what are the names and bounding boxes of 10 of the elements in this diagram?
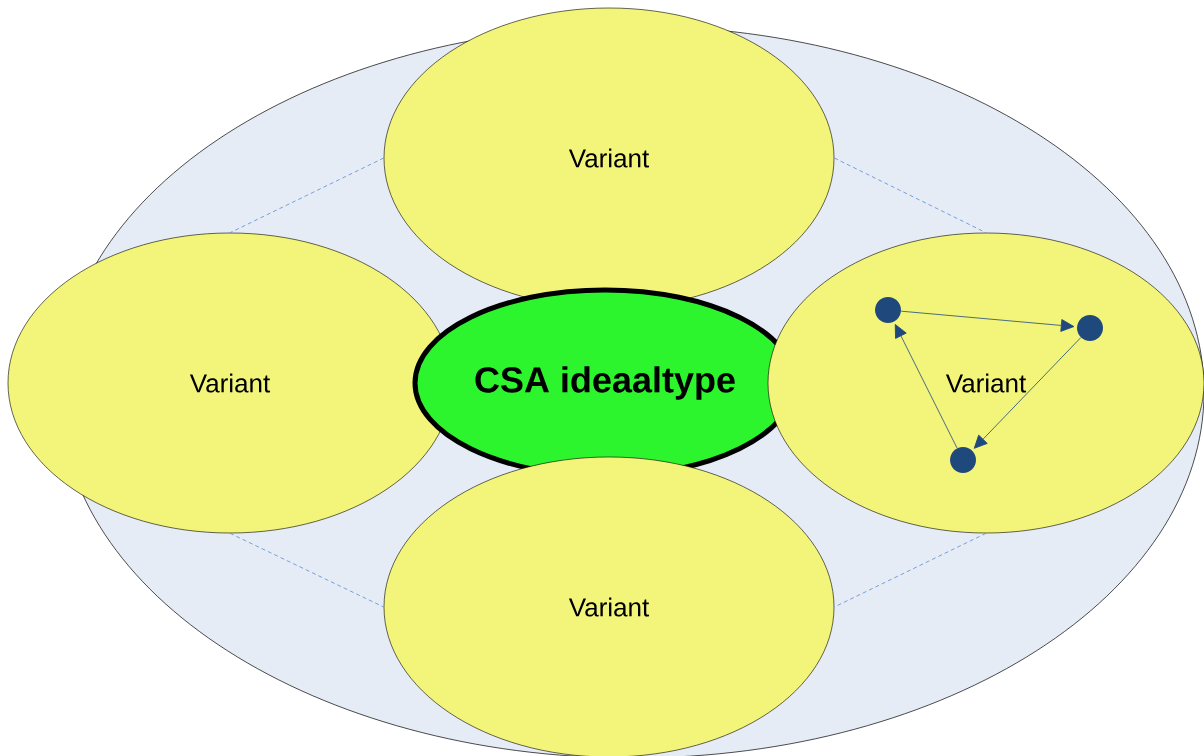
arrow bbox=[973, 337, 1082, 449]
connector-line bbox=[833, 532, 987, 608]
connector-line bbox=[833, 157, 987, 234]
dot bbox=[950, 447, 976, 473]
connector-line bbox=[229, 532, 385, 608]
dot bbox=[875, 297, 901, 323]
arrow bbox=[894, 324, 958, 449]
arrow bbox=[900, 310, 1075, 332]
dot bbox=[1077, 315, 1103, 341]
connector-line bbox=[229, 157, 385, 234]
